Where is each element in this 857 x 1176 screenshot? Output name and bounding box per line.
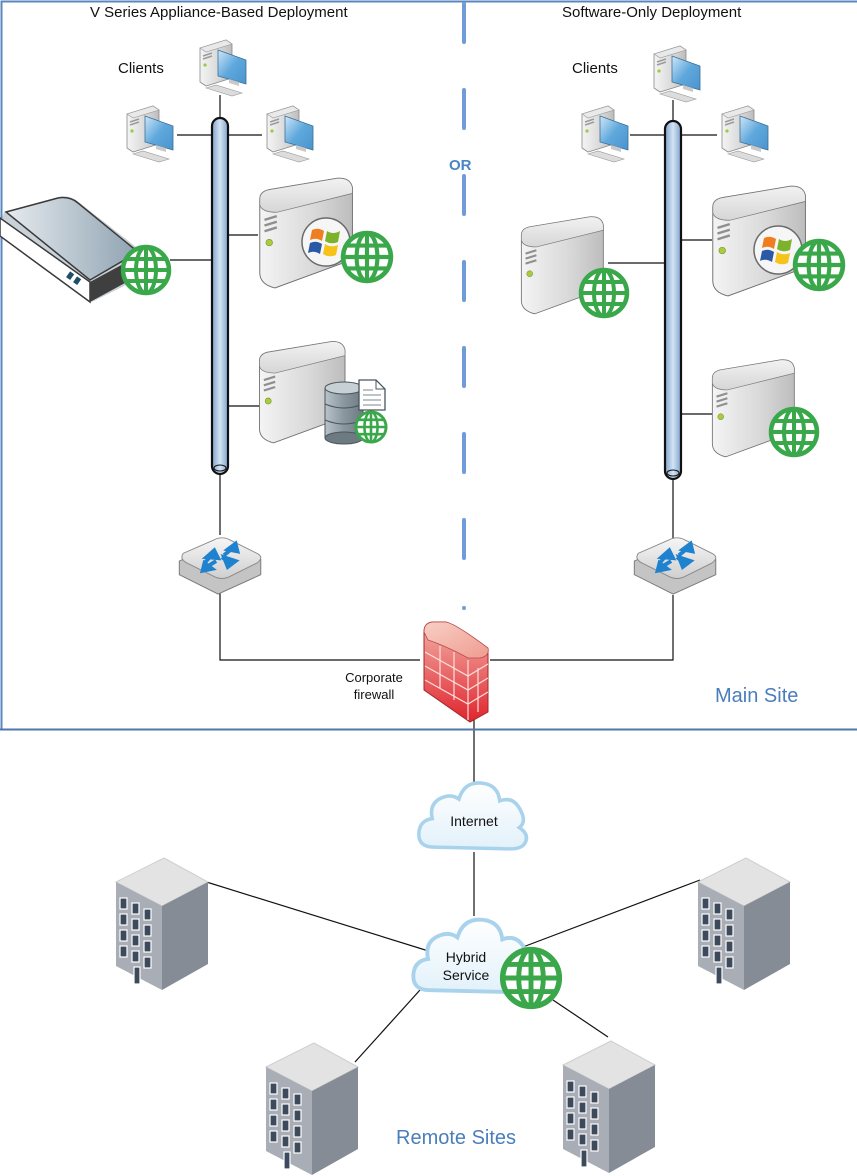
right-clients-label: Clients xyxy=(572,60,618,77)
hybrid-service-label-line2: Service xyxy=(442,967,490,983)
remote-site-building-icon xyxy=(697,857,791,991)
left-section-title: V Series Appliance-Based Deployment xyxy=(90,4,348,21)
remote-sites-label: Remote Sites xyxy=(396,1127,517,1149)
right-section-title: Software-Only Deployment xyxy=(562,4,742,21)
globe-icon xyxy=(343,233,391,281)
globe-icon xyxy=(354,410,388,444)
right-connections xyxy=(490,100,717,661)
hybrid-service-label: Hybrid Service xyxy=(428,948,504,984)
remote-site-building-icon xyxy=(265,1042,359,1176)
client-computer-icon xyxy=(581,105,629,163)
or-label: OR xyxy=(449,157,472,174)
main-site-frame xyxy=(0,0,857,731)
remote-site-building-icon xyxy=(562,1040,656,1174)
internet-label: Internet xyxy=(450,813,498,829)
client-computer-icon xyxy=(653,45,701,103)
right-network-backbone xyxy=(663,119,683,481)
switch-icon xyxy=(632,535,718,596)
switch-icon xyxy=(177,535,263,596)
client-computer-icon xyxy=(126,105,174,163)
globe-icon xyxy=(581,270,627,316)
left-clients-label: Clients xyxy=(118,60,164,77)
globe-icon xyxy=(503,950,560,1007)
left-network-backbone xyxy=(210,116,230,476)
firewall-label-line2: firewall xyxy=(353,687,395,702)
client-computer-icon xyxy=(721,105,769,163)
globe-icon xyxy=(795,241,843,289)
wan-connections xyxy=(199,718,701,1063)
v-series-appliance-icon xyxy=(0,196,140,304)
globe-icon xyxy=(771,409,817,455)
client-computer-icon xyxy=(266,105,314,163)
main-site-label: Main Site xyxy=(715,685,799,707)
globe-icon xyxy=(123,247,169,293)
left-connections xyxy=(170,95,420,661)
remote-site-building-icon xyxy=(115,857,209,991)
firewall-label: Corporate firewall xyxy=(336,669,412,703)
client-computer-icon xyxy=(199,39,247,97)
firewall-icon xyxy=(423,621,489,723)
hybrid-service-label-line1: Hybrid xyxy=(445,949,487,965)
separator-dot xyxy=(462,606,466,610)
firewall-label-line1: Corporate xyxy=(345,670,403,685)
document-icon xyxy=(358,379,386,411)
